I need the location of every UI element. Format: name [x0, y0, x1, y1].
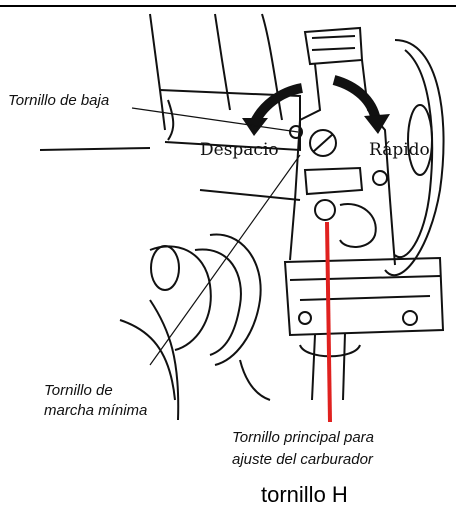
- fast-arrow-head: [364, 114, 390, 134]
- slow-arrow-head: [242, 118, 268, 136]
- main-screw-highlight-line: [325, 221, 332, 423]
- slow-label: Despacio: [200, 140, 279, 160]
- idle-screw-label-line1: Tornillo de: [44, 382, 113, 399]
- adjust-arrows: [242, 75, 390, 136]
- main-screw-label-line1: Tornillo principal para: [232, 429, 375, 446]
- idle-screw-label-line2: marcha mínima: [44, 402, 148, 419]
- low-screw-label: Tornillo de baja: [8, 92, 110, 109]
- fast-label: Rápido: [369, 140, 430, 160]
- low-screw-leader: [131, 107, 299, 133]
- idle-screw-leader: [149, 154, 301, 366]
- carburetor-body: [39, 13, 445, 421]
- fast-arrow-shaft: [332, 75, 381, 122]
- h-screw-label: tornillo H: [261, 482, 348, 507]
- main-screw-label-line2: ajuste del carburador: [232, 451, 373, 468]
